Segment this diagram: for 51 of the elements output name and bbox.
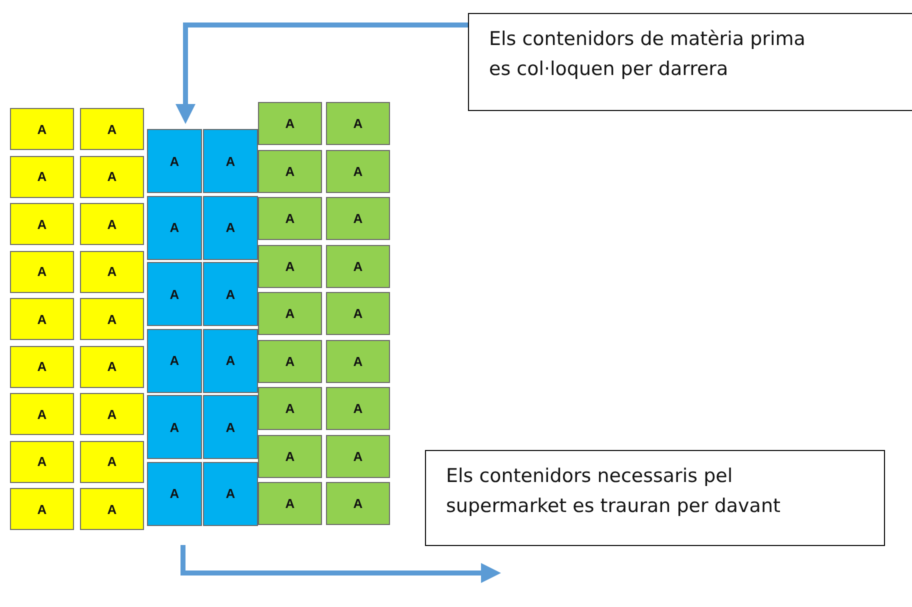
container-box: A [80, 488, 144, 530]
container-box: A [326, 340, 390, 382]
container-box: A [147, 462, 202, 526]
container-box: A [147, 129, 202, 193]
container-box: A [147, 395, 202, 459]
container-box: A [258, 292, 322, 335]
container-box: A [80, 203, 144, 245]
container-box: A [203, 196, 258, 260]
container-box: A [258, 482, 322, 525]
container-box: A [258, 434, 322, 478]
container-box: A [326, 434, 390, 478]
container-box: A [10, 156, 74, 198]
container-box: A [203, 328, 258, 392]
container-box: A [80, 108, 144, 150]
container-box: A [203, 262, 258, 326]
note-box: Els contenidors necessaris pel supermarket es trauran per davant [425, 450, 885, 546]
container-box: A [80, 440, 144, 482]
container-box: A [10, 108, 74, 150]
container-box: A [147, 262, 202, 326]
container-box: A [10, 488, 74, 530]
container-box: A [80, 393, 144, 435]
container-box: A [10, 250, 74, 292]
container-box: A [258, 244, 322, 288]
container-box: A [80, 250, 144, 292]
container-box: A [80, 156, 144, 198]
container-box: A [326, 102, 390, 145]
container-box: A [147, 196, 202, 260]
container-box: A [147, 328, 202, 392]
container-box: A [258, 340, 322, 382]
container-box: A [10, 346, 74, 388]
container-box: A [258, 102, 322, 145]
container-box: A [10, 393, 74, 435]
container-box: A [326, 482, 390, 525]
container-box: A [258, 387, 322, 430]
container-box: A [80, 298, 144, 340]
container-box: A [326, 244, 390, 288]
container-box: A [326, 292, 390, 335]
container-box: A [203, 462, 258, 526]
container-box: A [10, 203, 74, 245]
container-box: A [326, 150, 390, 192]
arrow [176, 22, 468, 124]
container-box: A [203, 129, 258, 193]
note-box: Els contenidors de matèria prima es col·loquen per darrera [468, 13, 912, 111]
container-box: A [326, 197, 390, 240]
container-box: A [10, 298, 74, 340]
container-box: A [326, 387, 390, 430]
container-box: A [258, 197, 322, 240]
container-box: A [80, 346, 144, 388]
container-box: A [258, 150, 322, 192]
container-box: A [203, 395, 258, 459]
container-box: A [10, 440, 74, 482]
